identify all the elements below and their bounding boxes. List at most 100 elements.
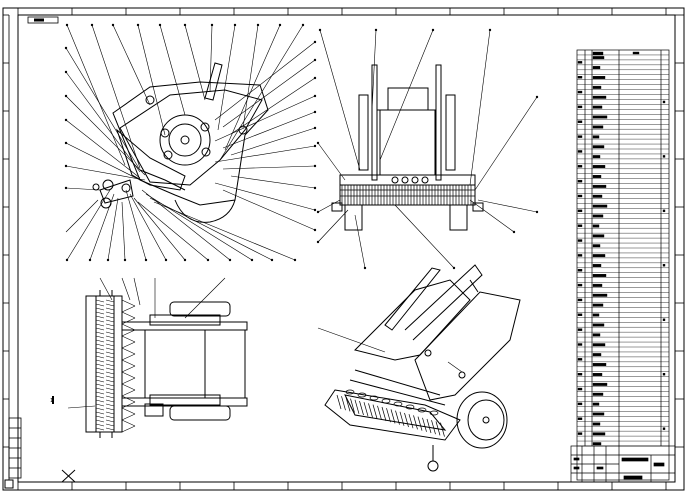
leader-end-dot bbox=[183, 23, 187, 27]
rotor-blade bbox=[121, 371, 136, 379]
leader-end-dot bbox=[64, 186, 68, 190]
tine bbox=[95, 331, 105, 335]
leader-end-dot bbox=[158, 23, 162, 27]
rotor-blade bbox=[121, 305, 136, 313]
leader-line bbox=[317, 209, 349, 243]
leader-end-dot bbox=[183, 258, 187, 262]
tine bbox=[435, 421, 441, 436]
tine bbox=[105, 315, 115, 319]
bom-cell-text bbox=[592, 244, 601, 248]
tine bbox=[95, 347, 105, 351]
tine bbox=[105, 359, 115, 363]
tine bbox=[105, 371, 115, 375]
leader-line bbox=[230, 77, 316, 135]
leader-line bbox=[379, 29, 434, 161]
leader-line bbox=[222, 165, 316, 170]
bom-cell-text bbox=[592, 155, 601, 159]
tine bbox=[95, 355, 105, 359]
tine bbox=[341, 396, 346, 411]
bom-cell-text bbox=[577, 358, 583, 361]
leader-end-dot bbox=[488, 28, 492, 32]
bom-cell-text bbox=[592, 85, 602, 89]
tine bbox=[105, 375, 115, 379]
leader-line bbox=[137, 201, 209, 261]
bom-cell-text bbox=[592, 303, 604, 307]
tine bbox=[95, 419, 105, 423]
bom-cell-text bbox=[577, 61, 583, 64]
leader-line bbox=[65, 199, 99, 233]
bom-cell-text bbox=[662, 264, 666, 267]
rotor-blade bbox=[121, 353, 136, 361]
bom-cell-text bbox=[662, 427, 666, 430]
bom-cell-text bbox=[577, 165, 583, 168]
bom-cell-text bbox=[592, 75, 606, 79]
tine bbox=[95, 359, 105, 363]
leader-end-dot bbox=[363, 266, 367, 270]
cross-mark bbox=[61, 469, 76, 483]
bom-cell-text bbox=[592, 174, 602, 178]
bom-cell-text bbox=[577, 150, 583, 153]
leader-line bbox=[319, 29, 361, 171]
rotor-blade bbox=[121, 347, 136, 355]
tine bbox=[95, 315, 105, 319]
tine bbox=[95, 403, 105, 407]
corner-mark bbox=[4, 479, 14, 489]
rotor-blade bbox=[121, 365, 136, 373]
leader-line bbox=[230, 127, 316, 156]
rotor-disc bbox=[357, 392, 367, 398]
bom-cell-text bbox=[577, 75, 583, 79]
inner-border bbox=[17, 14, 676, 483]
rotor-blade bbox=[121, 341, 136, 349]
tine bbox=[368, 403, 373, 418]
tine bbox=[105, 367, 115, 371]
tine bbox=[372, 404, 378, 419]
leader-line bbox=[153, 201, 296, 261]
rotor-disc bbox=[429, 410, 439, 416]
leader-line bbox=[477, 199, 538, 213]
leader-end-dot bbox=[64, 118, 68, 122]
front-view-leader-lines bbox=[316, 28, 539, 270]
rotor-blade bbox=[121, 335, 136, 343]
bom-cell-text bbox=[592, 333, 601, 337]
tine bbox=[440, 422, 445, 437]
bom-cell-text bbox=[577, 120, 583, 123]
leader-end-dot bbox=[136, 23, 140, 27]
tine bbox=[95, 379, 105, 383]
leader-line bbox=[65, 165, 146, 181]
tine bbox=[105, 391, 115, 395]
leader-end-dot bbox=[316, 210, 320, 214]
bom-cell-text bbox=[592, 194, 603, 198]
tine bbox=[95, 407, 105, 411]
tine bbox=[105, 299, 115, 303]
top-view-tines bbox=[95, 299, 136, 433]
leader-end-dot bbox=[431, 28, 435, 32]
leader-line bbox=[217, 24, 236, 131]
bom-cell-text bbox=[577, 328, 583, 331]
bom-cell-text bbox=[662, 209, 666, 213]
rotor-blade bbox=[121, 425, 136, 433]
rotor-blade bbox=[121, 329, 136, 337]
leader-line bbox=[65, 47, 141, 171]
bom-cell-text bbox=[592, 343, 606, 347]
tine bbox=[105, 351, 115, 355]
leader-end-dot bbox=[535, 210, 539, 214]
tine bbox=[395, 410, 400, 425]
rotor-blade bbox=[121, 377, 136, 385]
bom-cell-text bbox=[592, 283, 603, 287]
leader-line bbox=[214, 95, 316, 142]
tine bbox=[105, 355, 115, 359]
tine bbox=[377, 405, 382, 420]
rotor-disc bbox=[393, 401, 403, 407]
tine bbox=[105, 347, 115, 351]
drawing-number-box bbox=[27, 16, 59, 24]
bom-cell-text bbox=[577, 432, 583, 435]
bom-cell-text bbox=[592, 442, 602, 446]
bom-cell-text bbox=[577, 402, 583, 406]
top-view-leader-lines bbox=[67, 277, 226, 409]
tine bbox=[386, 408, 391, 423]
bom-cell-text bbox=[577, 90, 583, 94]
leader-end-dot bbox=[88, 258, 92, 262]
side-view bbox=[92, 62, 269, 223]
title-block bbox=[570, 445, 676, 483]
leader-line bbox=[65, 119, 141, 179]
